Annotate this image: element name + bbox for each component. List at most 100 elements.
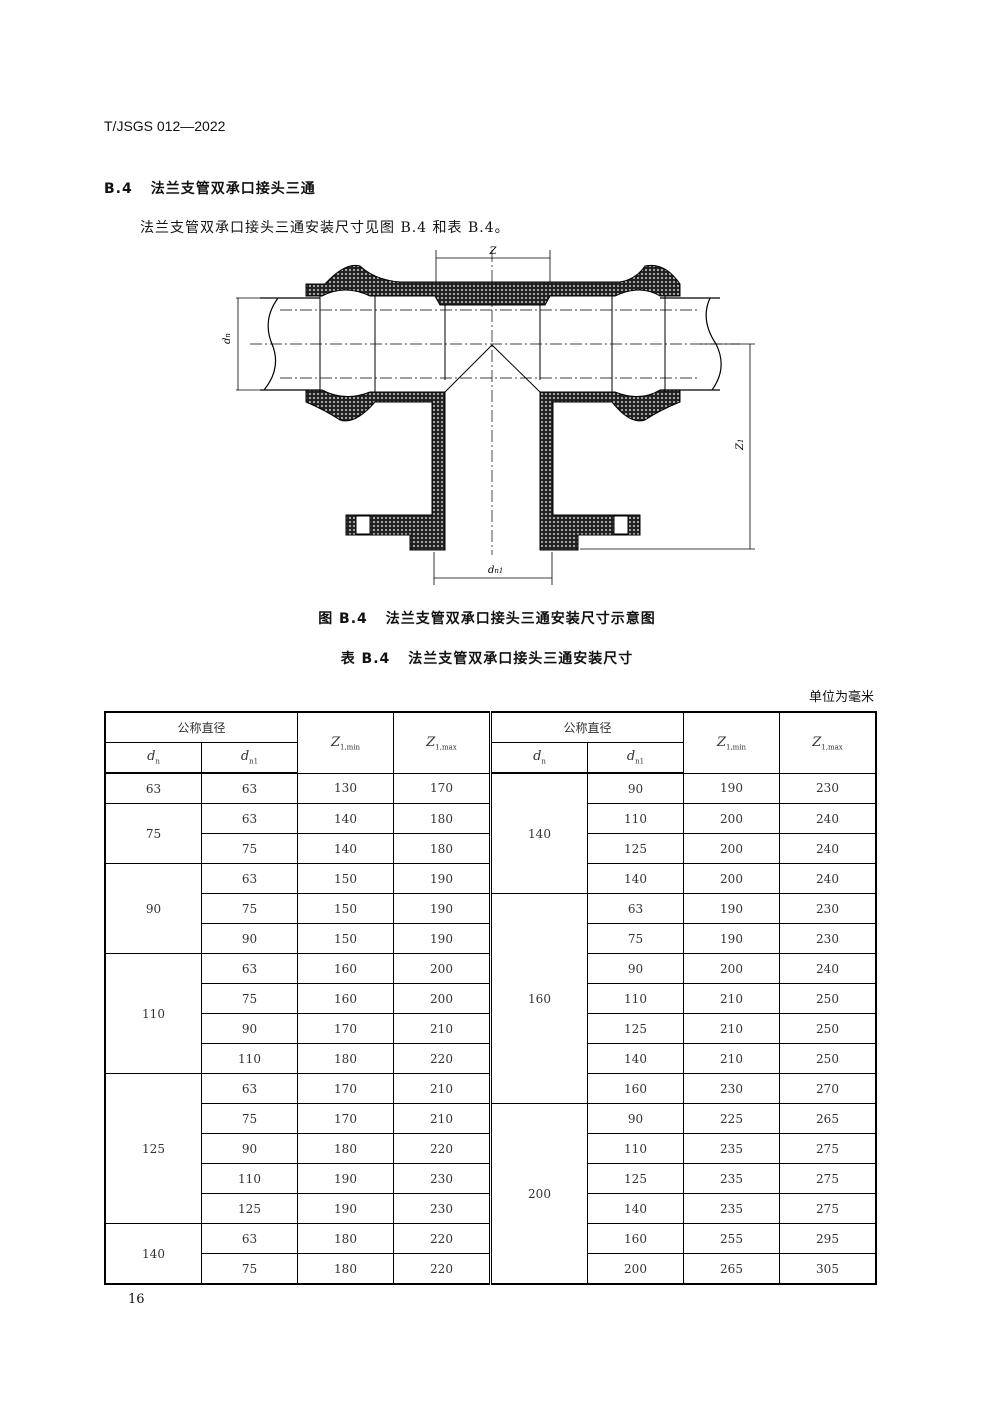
section-number: B.4 — [104, 181, 133, 197]
dn1-cell: 90 — [587, 1103, 684, 1134]
zmax-cell: 180 — [393, 803, 492, 834]
dn1-cell: 90 — [201, 923, 298, 954]
document-code: T/JSGS 012—2022 — [104, 118, 226, 134]
dn-cell: 75 — [104, 803, 202, 864]
dn1-cell: 75 — [201, 833, 298, 864]
zmin-cell: 190 — [297, 1193, 394, 1224]
zmin-cell: 180 — [297, 1223, 394, 1254]
zmin-cell: 200 — [683, 953, 780, 984]
zmin-cell: 255 — [683, 1223, 780, 1254]
zmin-cell: 140 — [297, 803, 394, 834]
figure-title: 法兰支管双承口接头三通安装尺寸示意图 — [385, 611, 656, 627]
label-dn1: dn1 — [488, 565, 503, 576]
zmin-cell: 130 — [297, 772, 394, 804]
dn-cell: 160 — [490, 893, 588, 1104]
zmax-cell: 265 — [779, 1103, 877, 1134]
dn1-cell: 75 — [201, 1253, 298, 1285]
zmin-cell: 235 — [683, 1163, 780, 1194]
zmin-cell: 200 — [683, 803, 780, 834]
dn1-cell: 140 — [587, 1043, 684, 1074]
dn1-cell: 125 — [587, 833, 684, 864]
dn1-cell: 200 — [587, 1253, 684, 1285]
dn1-cell: 75 — [201, 1103, 298, 1134]
zmax-cell: 240 — [779, 863, 877, 894]
dn-cell: 110 — [104, 953, 202, 1074]
dn1-cell: 160 — [587, 1073, 684, 1104]
label-dn: dn — [222, 333, 233, 344]
zmin-cell: 225 — [683, 1103, 780, 1134]
zmax-cell: 210 — [393, 1013, 492, 1044]
zmax-cell: 210 — [393, 1103, 492, 1134]
dn1-cell: 140 — [587, 863, 684, 894]
zmin-cell: 235 — [683, 1193, 780, 1224]
dimension-table: 公称直径 Z1,min Z1,max 公称直径 Z1,min Z1,max dn… — [104, 711, 877, 1285]
zmax-cell: 295 — [779, 1223, 877, 1254]
figure-caption: 图 B.4 法兰支管双承口接头三通安装尺寸示意图 — [0, 608, 992, 628]
table-number: 表 B.4 — [340, 651, 391, 667]
zmax-cell: 220 — [393, 1223, 492, 1254]
zmax-cell: 250 — [779, 1043, 877, 1074]
zmax-cell: 275 — [779, 1163, 877, 1194]
zmin-cell: 160 — [297, 953, 394, 984]
header-zmin-left: Z1,min — [297, 711, 394, 774]
dn-cell: 140 — [490, 772, 588, 894]
dn1-cell: 160 — [587, 1223, 684, 1254]
dn-cell: 125 — [104, 1073, 202, 1224]
table-caption: 表 B.4 法兰支管双承口接头三通安装尺寸 — [0, 648, 992, 668]
dn1-cell: 63 — [201, 1073, 298, 1104]
zmax-cell: 230 — [779, 893, 877, 924]
dn1-cell: 110 — [587, 1133, 684, 1164]
dn1-cell: 110 — [587, 803, 684, 834]
section-title: 法兰支管双承口接头三通 — [150, 181, 316, 197]
dn1-cell: 63 — [201, 803, 298, 834]
zmax-cell: 210 — [393, 1073, 492, 1104]
zmax-cell: 200 — [393, 953, 492, 984]
zmin-cell: 180 — [297, 1253, 394, 1285]
zmax-cell: 240 — [779, 833, 877, 864]
header-zmax-right: Z1,max — [779, 711, 877, 774]
header-group-left: 公称直径 — [104, 711, 298, 743]
zmax-cell: 190 — [393, 923, 492, 954]
dn1-cell: 125 — [201, 1193, 298, 1224]
dn1-cell: 63 — [201, 863, 298, 894]
zmin-cell: 160 — [297, 983, 394, 1014]
figure-number: 图 B.4 — [318, 611, 368, 627]
zmin-cell: 150 — [297, 863, 394, 894]
header-dn1-right: dn1 — [587, 742, 684, 774]
zmax-cell: 250 — [779, 983, 877, 1014]
label-z: Z — [489, 246, 498, 257]
dn1-cell: 63 — [201, 1223, 298, 1254]
dn1-cell: 75 — [587, 923, 684, 954]
dn-cell: 90 — [104, 863, 202, 954]
zmax-cell: 270 — [779, 1073, 877, 1104]
tee-drawing: Z dn1 dn Z1 — [222, 246, 755, 585]
zmin-cell: 190 — [683, 893, 780, 924]
zmax-cell: 250 — [779, 1013, 877, 1044]
zmin-cell: 190 — [683, 923, 780, 954]
dn1-cell: 63 — [201, 772, 298, 804]
dn1-cell: 125 — [587, 1163, 684, 1194]
dn-cell: 140 — [104, 1223, 202, 1285]
dn1-cell: 90 — [201, 1133, 298, 1164]
table-title: 法兰支管双承口接头三通安装尺寸 — [408, 651, 634, 667]
zmin-cell: 180 — [297, 1133, 394, 1164]
zmax-cell: 170 — [393, 772, 492, 804]
zmin-cell: 210 — [683, 983, 780, 1014]
zmax-cell: 230 — [779, 923, 877, 954]
zmin-cell: 210 — [683, 1043, 780, 1074]
section-heading: B.4 法兰支管双承口接头三通 — [104, 178, 334, 198]
dn1-cell: 110 — [201, 1043, 298, 1074]
zmin-cell: 190 — [683, 772, 780, 804]
zmax-cell: 230 — [779, 772, 877, 804]
dn1-cell: 110 — [587, 983, 684, 1014]
zmax-cell: 275 — [779, 1193, 877, 1224]
